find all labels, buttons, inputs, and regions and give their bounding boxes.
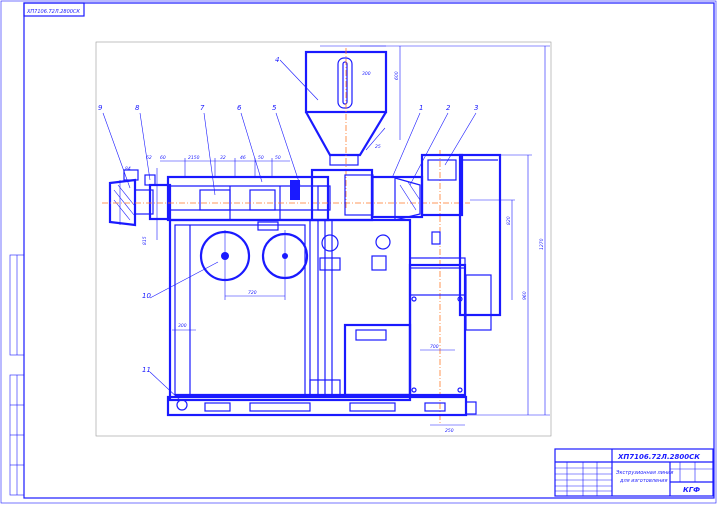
dim-mid-height: 820 xyxy=(506,216,512,225)
dim-seg-b: 32 xyxy=(220,155,226,161)
base-plate: 250 xyxy=(166,395,477,434)
dim-seg-d: 50 xyxy=(258,155,264,161)
feed-section xyxy=(310,153,502,317)
dim-overall-height: 1270 xyxy=(539,238,545,250)
drawing-frame xyxy=(23,2,715,499)
stamp-box xyxy=(23,2,85,17)
dim-hopper-top: 300 xyxy=(362,71,371,77)
part-label-9: 9 xyxy=(98,104,103,112)
right-dimensions: 1270 960 820 600 xyxy=(360,45,550,416)
tb-title-1: Экструзионная линия xyxy=(615,470,673,476)
part-label-2: 2 xyxy=(446,104,451,112)
dim-vert-left: 815 xyxy=(142,236,148,245)
stamp-code: ХП7106.72Л.2800СК xyxy=(26,9,80,15)
part-label-11: 11 xyxy=(142,366,151,374)
barrel xyxy=(108,168,330,240)
part-label-5: 5 xyxy=(272,104,277,112)
machine-frame: 720 300 xyxy=(168,218,412,402)
dim-small-a: 84 xyxy=(125,166,131,172)
title-block: ХП7106.72Л.2800СК Экструзионная линия дл… xyxy=(554,448,714,497)
top-dimension-strip: 2150 32 46 50 50 62 60 815 84 25 xyxy=(125,144,381,245)
tb-designation: ХП7106.72Л.2800СК xyxy=(617,453,700,461)
dim-seg-c: 46 xyxy=(240,155,246,161)
part-label-1: 1 xyxy=(419,104,423,112)
part-label-3: 3 xyxy=(474,104,478,112)
part-label-6: 6 xyxy=(237,104,242,112)
part-label-8: 8 xyxy=(135,104,140,112)
dim-small-d: 25 xyxy=(375,144,381,150)
part-label-4: 4 xyxy=(275,56,279,64)
part-label-10: 10 xyxy=(142,292,151,300)
dim-bottom-right: 250 xyxy=(445,428,454,434)
dim-frame-left: 300 xyxy=(178,323,187,329)
dim-box-width: 700 xyxy=(430,344,439,350)
dim-seg-a: 2150 xyxy=(188,155,200,161)
dim-right-upper: 600 xyxy=(394,71,400,80)
leaders xyxy=(102,59,477,401)
dim-seg-e: 50 xyxy=(275,155,281,161)
view-border xyxy=(95,41,552,437)
dim-lower-height: 960 xyxy=(522,291,528,300)
part-labels: 9 8 7 6 5 4 1 2 3 10 11 xyxy=(98,56,478,374)
dim-small-b: 62 xyxy=(146,155,152,161)
part-label-7: 7 xyxy=(200,104,205,112)
dim-small-c: 60 xyxy=(160,155,166,161)
tb-sheet-code: КГФ xyxy=(683,486,700,494)
dim-gear-span: 720 xyxy=(248,290,257,296)
motor-box: 700 xyxy=(343,231,492,397)
support-rods xyxy=(309,220,391,396)
tb-title-2: для изготовления xyxy=(619,478,668,484)
